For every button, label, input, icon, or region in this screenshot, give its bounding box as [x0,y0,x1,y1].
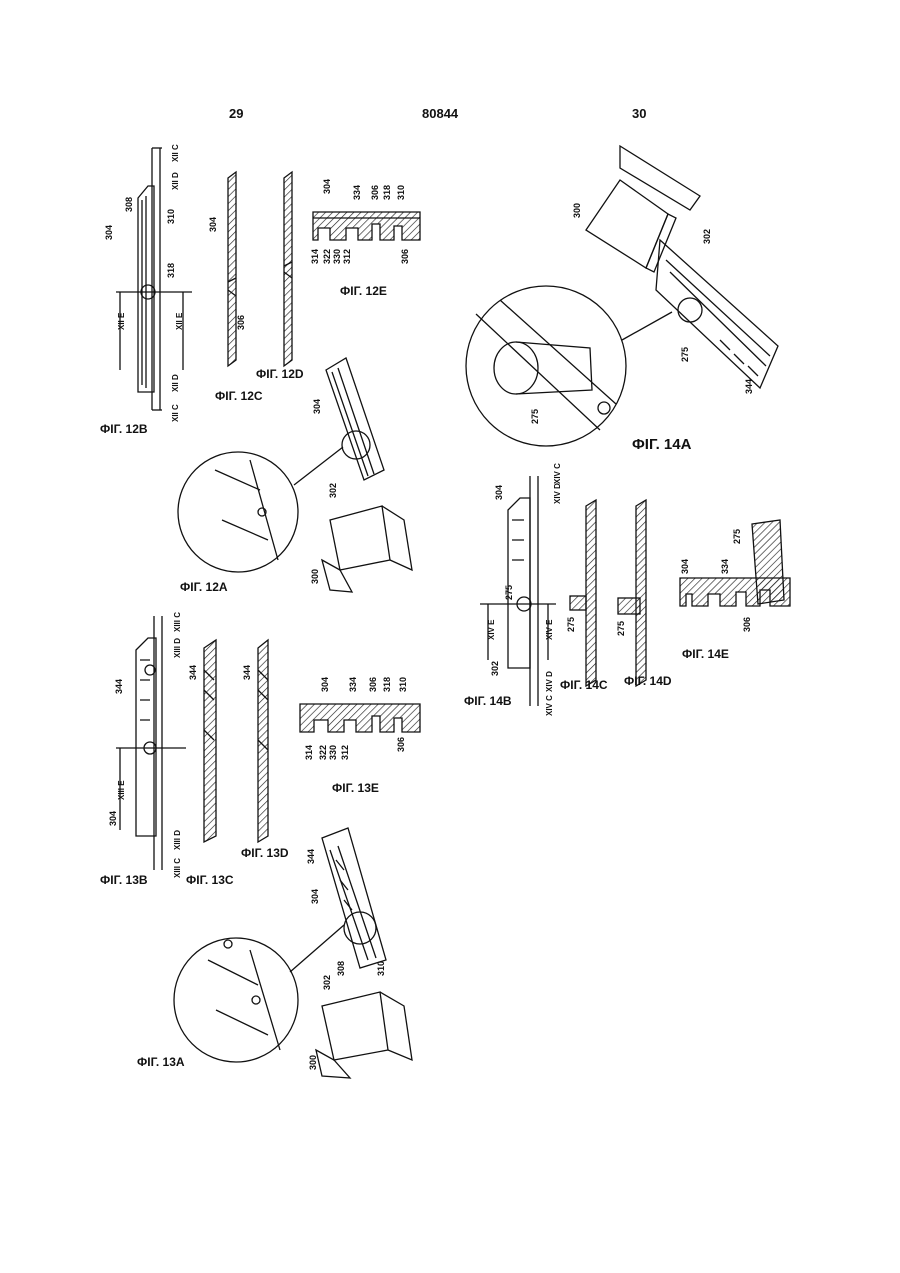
label-275-14d: 275 [616,621,626,636]
caption-fig12e: ФIГ. 12E [340,284,387,298]
label-308-12b: 308 [124,197,134,212]
label-304-13a: 304 [310,889,320,904]
section-mark-xiiie: XIII E [117,780,126,800]
label-308-13a: 308 [336,961,346,976]
section-mark-xiiid-bottom: XIII D [173,830,182,850]
caption-fig12a: ФIГ. 12A [180,580,228,594]
section-mark-xiiic-bottom: XIII C [173,858,182,878]
label-275-14c: 275 [566,617,576,632]
label-310-13a: 310 [376,961,386,976]
caption-fig12b: ФIГ. 12B [100,422,148,436]
section-mark-xiid-bottom: XII D [171,374,180,392]
section-mark-xive-right: XIV E [545,619,554,640]
label-312-13e: 312 [340,745,350,760]
label-344-13c: 344 [188,665,198,680]
caption-fig13a: ФIГ. 13A [137,1055,185,1069]
caption-fig14d: ФIГ. 14D [624,674,672,688]
section-mark-xiie-left: XII E [117,312,126,330]
figure-12b [116,148,192,410]
label-310-13e: 310 [398,677,408,692]
label-344-13b: 344 [114,679,124,694]
label-306-12c: 306 [236,315,246,330]
caption-fig14c: ФIГ. 14C [560,678,608,692]
figure-13d [258,640,268,842]
label-312-12e: 312 [342,249,352,264]
label-302-14b: 302 [490,661,500,676]
figure-12a [178,358,412,592]
label-334-14e: 334 [720,559,730,574]
figure-14a [466,146,778,446]
caption-fig14e: ФIГ. 14E [682,647,729,661]
label-306-12e-top: 306 [370,185,380,200]
label-344-13a: 344 [306,849,316,864]
figure-12c [228,172,236,366]
label-330-12e: 330 [332,249,342,264]
section-mark-xivd-top: XIV D [553,483,562,504]
figure-14c [570,500,596,686]
caption-fig14b: ФIГ. 14B [464,694,512,708]
label-300-14a: 300 [572,203,582,218]
figure-13a [174,828,412,1078]
section-mark-xivc-top: XIV C [553,463,562,484]
label-318-13e: 318 [382,677,392,692]
label-306-14e: 306 [742,617,752,632]
section-mark-xive-left: XIV E [487,619,496,640]
label-304-13b: 304 [108,811,118,826]
caption-fig13d: ФIГ. 13D [241,846,289,860]
label-302-14a: 302 [702,229,712,244]
label-304-12e: 304 [322,179,332,194]
label-322-12e: 322 [322,249,332,264]
label-314-12e: 314 [310,249,320,264]
label-318-12e: 318 [382,185,392,200]
label-304-12c: 304 [208,217,218,232]
label-275-14a-detail: 275 [530,409,540,424]
section-mark-xivd-bottom: XIV D [545,671,554,692]
label-344-13d: 344 [242,665,252,680]
caption-fig13e: ФIГ. 13E [332,781,379,795]
figure-13e [300,704,420,732]
label-304-13e: 304 [320,677,330,692]
figure-14d [618,500,646,686]
section-mark-xivc-bottom: XIV C [545,695,554,716]
label-306-12e-bottom: 306 [400,249,410,264]
figure-12e [313,212,420,240]
caption-fig13c: ФIГ. 13C [186,873,234,887]
label-314-13e: 314 [304,745,314,760]
caption-fig14a: ФIГ. 14A [632,436,691,453]
label-302-12a: 302 [328,483,338,498]
label-330-13e: 330 [328,745,338,760]
label-275-14a: 275 [680,347,690,362]
section-mark-xiie-right: XII E [175,312,184,330]
section-mark-xiic-top: XII C [171,144,180,162]
label-318-12b: 318 [166,263,176,278]
section-mark-xiid-top: XII D [171,172,180,190]
section-mark-xiiid-top: XIII D [173,638,182,658]
caption-fig13b: ФIГ. 13B [100,873,148,887]
label-310-12e: 310 [396,185,406,200]
label-344-14a: 344 [744,379,754,394]
label-304-12b: 304 [104,225,114,240]
label-334-13e: 334 [348,677,358,692]
caption-fig12d: ФIГ. 12D [256,367,304,381]
caption-fig12c: ФIГ. 12C [215,389,263,403]
label-304-12a: 304 [312,399,322,414]
label-310-12b: 310 [166,209,176,224]
label-322-13e: 322 [318,745,328,760]
label-306-13e-bottom: 306 [396,737,406,752]
label-302-13a: 302 [322,975,332,990]
label-275-14b: 275 [504,585,514,600]
section-mark-xiic-bottom: XII C [171,404,180,422]
label-300-12a: 300 [310,569,320,584]
figure-13c [204,640,216,842]
section-mark-xiiic-top: XIII C [173,612,182,632]
label-334-12e: 334 [352,185,362,200]
label-306-13e-top: 306 [368,677,378,692]
label-300-13a: 300 [308,1055,318,1070]
label-275-14e: 275 [732,529,742,544]
label-304-14e: 304 [680,559,690,574]
figure-12d [284,172,292,366]
label-304-14b: 304 [494,485,504,500]
